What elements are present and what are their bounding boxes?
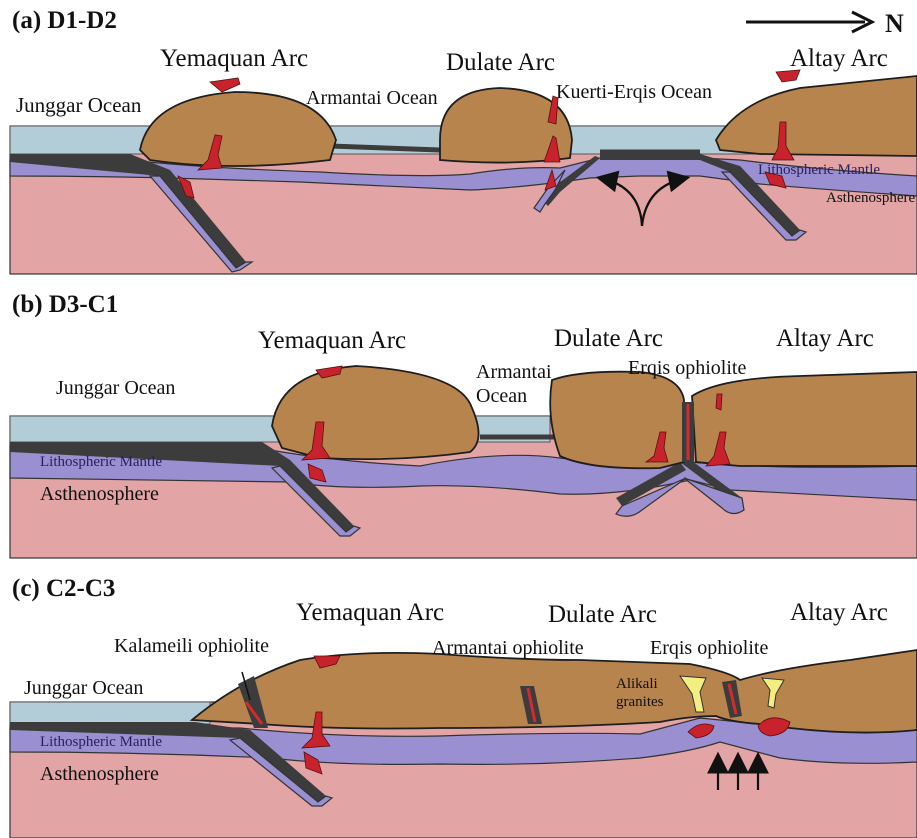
- label-asthenosphere-c: Asthenosphere: [40, 763, 159, 785]
- panel-b: (b) D3-C1 Junggar Ocean Yemaquan Arc Arm…: [10, 291, 917, 558]
- north-arrow: N: [746, 9, 904, 38]
- label-asthenosphere-a: Asthenosphere: [826, 190, 915, 206]
- panel-c-title: (c) C2-C3: [12, 575, 115, 602]
- ocean-layer-c: [10, 702, 210, 724]
- panel-c: (c) C2-C3 Kalameili ophio: [10, 575, 917, 838]
- label-altay-arc-c: Altay Arc: [790, 599, 888, 626]
- label-alikali-line2: granites: [616, 694, 664, 710]
- label-junggar-ocean-b: Junggar Ocean: [56, 377, 175, 399]
- label-yemaquan-arc-a: Yemaquan Arc: [160, 45, 308, 72]
- panel-b-title: (b) D3-C1: [12, 291, 118, 318]
- label-armantai-line1-b: Armantai: [476, 361, 552, 383]
- label-kuerti-erqis-ocean-a: Kuerti-Erqis Ocean: [556, 81, 712, 103]
- label-yemaquan-arc-c: Yemaquan Arc: [296, 599, 444, 626]
- label-kalameili-ophiolite: Kalameili ophiolite: [114, 635, 269, 657]
- label-junggar-ocean-c: Junggar Ocean: [24, 677, 143, 699]
- north-label: N: [885, 9, 904, 38]
- volcanic-cap: [210, 78, 240, 92]
- label-alikali-line1: Alikali: [616, 676, 658, 692]
- label-dulate-arc-b: Dulate Arc: [554, 325, 663, 352]
- magma-body: [716, 394, 722, 410]
- label-altay-arc-b: Altay Arc: [776, 325, 874, 352]
- panel-a-title: (a) D1-D2: [12, 7, 117, 34]
- yemaquan-arc-b: [272, 366, 479, 459]
- label-armantai-ocean-a: Armantai Ocean: [306, 87, 438, 109]
- label-dulate-arc-c: Dulate Arc: [548, 601, 657, 628]
- label-erqis-ophiolite-c: Erqis ophiolite: [650, 637, 768, 659]
- label-asthenosphere-b: Asthenosphere: [40, 483, 159, 505]
- label-altay-arc-a: Altay Arc: [790, 45, 888, 72]
- label-lithospheric-mantle-c: Lithospheric Mantle: [40, 734, 162, 750]
- label-yemaquan-arc-b: Yemaquan Arc: [258, 327, 406, 354]
- label-lithospheric-mantle-b: Lithospheric Mantle: [40, 454, 162, 470]
- label-junggar-ocean-a: Junggar Ocean: [16, 93, 142, 117]
- label-armantai-line2-b: Ocean: [476, 385, 527, 407]
- label-dulate-arc-a: Dulate Arc: [446, 49, 555, 76]
- accreted-arc-belt-c: [192, 650, 917, 733]
- label-lithospheric-mantle-a: Lithospheric Mantle: [758, 162, 880, 178]
- label-erqis-ophiolite-b: Erqis ophiolite: [628, 357, 746, 379]
- panel-a: (a) D1-D2 N: [10, 7, 917, 274]
- label-armantai-ophiolite: Armantai ophiolite: [432, 637, 584, 659]
- altay-arc-a: [716, 76, 917, 156]
